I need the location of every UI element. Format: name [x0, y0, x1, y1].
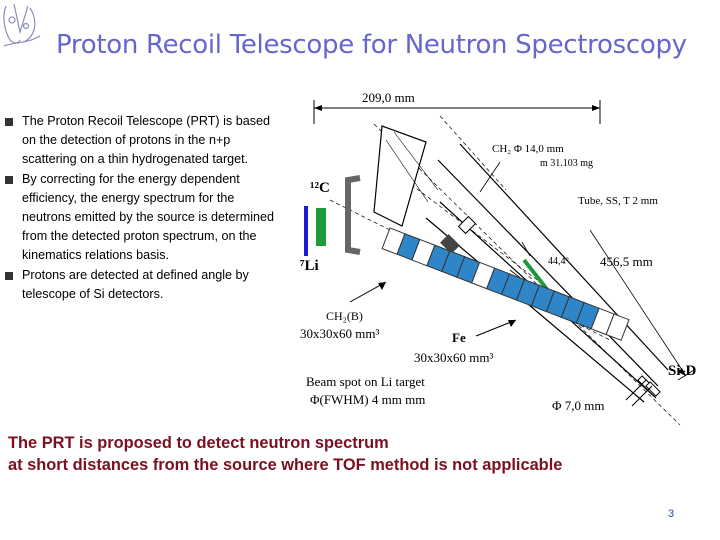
beam-spot-label: Beam spot on Li target [306, 374, 425, 389]
si-d-label: Si-D [668, 363, 697, 379]
page-title: Proton Recoil Telescope for Neutron Spec… [56, 30, 687, 60]
fe-label: Fe [452, 330, 466, 345]
fe-size-label: 30x30x60 mm³ [414, 350, 493, 365]
bullet-item: By correcting for the energy dependent e… [4, 170, 274, 266]
dimension-length-label: 456,5 mm [600, 254, 653, 269]
ch2b-label: CH₂(B) [326, 309, 363, 323]
green-detector [522, 258, 548, 290]
bullet-item: Protons are detected at defined angle by… [4, 266, 274, 304]
detector-strip [381, 227, 630, 341]
dimension-width-label: 209,0 mm [362, 90, 415, 105]
institute-logo [3, 3, 41, 47]
conclusion-line: at short distances from the source where… [8, 456, 563, 474]
dimension-length-line [589, 229, 687, 377]
phi7-label: Φ 7,0 mm [552, 398, 604, 413]
ch2-target [440, 234, 460, 254]
li7-label: ⁷Li [300, 258, 319, 274]
tube-label: Tube, SS, T 2 mm [578, 195, 658, 207]
blue-foil [304, 206, 308, 256]
green-foil [316, 208, 326, 246]
si-detectors [637, 375, 661, 397]
c12-shield [345, 175, 361, 255]
conclusion-line: The PRT is proposed to detect neutron sp… [8, 434, 389, 452]
bullet-item: The Proton Recoil Telescope (PRT) is bas… [4, 112, 274, 170]
prt-diagram: 209,0 mm [300, 90, 697, 426]
c12-label: ¹²C [310, 180, 330, 196]
page-number: 3 [668, 508, 675, 520]
ch2-target-label: CH₂ Φ 14,0 mm [492, 143, 564, 155]
conclusion-text: The PRT is proposed to detect neutron sp… [8, 432, 562, 476]
detector-cell [605, 313, 630, 341]
ch2-mass-label: m 31.103 mg [540, 158, 593, 169]
bullet-list: The Proton Recoil Telescope (PRT) is bas… [4, 112, 274, 304]
angle-label: 44,4º [548, 256, 569, 267]
ch2b-size-label: 30x30x60 mm³ [300, 326, 379, 341]
beam-spot-fwhm-label: Φ(FWHM) 4 mm mm [310, 392, 425, 407]
